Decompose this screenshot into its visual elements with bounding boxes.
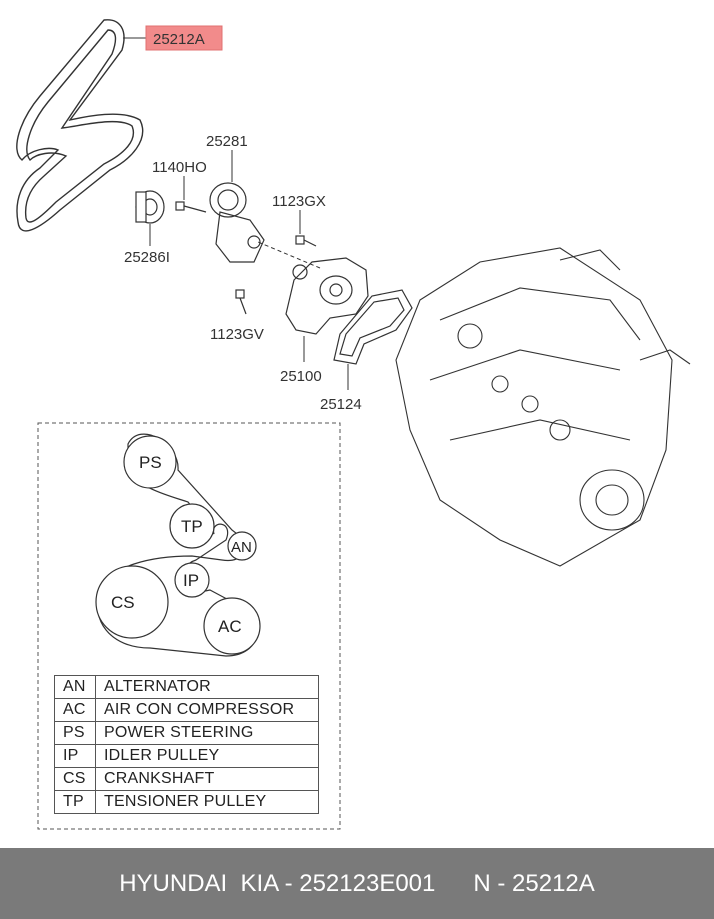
- legend-code: PS: [54, 721, 96, 745]
- callout-tensioner: 25281: [206, 133, 248, 150]
- gasket: [333, 289, 413, 365]
- footer-bar: HYUNDAI KIA - 252123E001 N - 25212A: [0, 848, 714, 919]
- legend-code: CS: [54, 767, 96, 791]
- legend-desc: POWER STEERING: [95, 721, 319, 745]
- callout-belt: 25212A: [153, 31, 205, 48]
- legend-row: CS CRANKSHAFT: [54, 767, 319, 791]
- pulley-ps: PS: [139, 453, 162, 472]
- routing-frame: [37, 422, 341, 830]
- pulley-an: AN: [231, 539, 252, 556]
- drive-belt: [16, 19, 144, 232]
- legend-code: IP: [54, 744, 96, 768]
- callout-pump: 25100: [280, 368, 322, 385]
- legend-row: TP TENSIONER PULLEY: [54, 790, 319, 814]
- callout-idler: 25286I: [124, 249, 170, 266]
- legend-code: AN: [54, 675, 96, 699]
- engine-block: [395, 247, 691, 567]
- legend-code: AC: [54, 698, 96, 722]
- legend-desc: TENSIONER PULLEY: [95, 790, 319, 814]
- idler-pulley: [135, 190, 165, 224]
- water-pump: [285, 257, 369, 335]
- bolt-left: [235, 289, 247, 315]
- legend-row: AC AIR CON COMPRESSOR: [54, 698, 319, 722]
- legend-row: IP IDLER PULLEY: [54, 744, 319, 768]
- legend-desc: ALTERNATOR: [95, 675, 319, 699]
- legend-row: PS POWER STEERING: [54, 721, 319, 745]
- highlight-box: [145, 25, 223, 51]
- bolt-top: [175, 201, 207, 213]
- pulleys: [95, 435, 261, 655]
- legend-desc: CRANKSHAFT: [95, 767, 319, 791]
- bolt-right: [295, 235, 317, 247]
- callout-bolt-top: 1140HO: [152, 159, 207, 176]
- legend-desc: IDLER PULLEY: [95, 744, 319, 768]
- parts-diagram: 25212A 25286I 1140HO 25281 1123GX 1123GV: [16, 19, 691, 830]
- legend-table: AN ALTERNATOR AC AIR CON COMPRESSOR PS P…: [54, 675, 319, 814]
- legend-code: TP: [54, 790, 96, 814]
- footer-catalog-number: N - 25212A: [473, 869, 595, 897]
- pulley-ip: IP: [183, 571, 199, 590]
- callout-gasket: 25124: [320, 396, 362, 413]
- pulley-tp: TP: [181, 517, 203, 536]
- footer-part-number: HYUNDAI KIA - 252123E001: [119, 869, 436, 897]
- tensioner-assembly: [209, 182, 265, 263]
- pulley-cs: CS: [111, 593, 135, 612]
- legend-row: AN ALTERNATOR: [54, 675, 319, 699]
- pulley-ac: AC: [218, 617, 242, 636]
- legend-desc: AIR CON COMPRESSOR: [95, 698, 319, 722]
- callout-bolt-left: 1123GV: [210, 326, 264, 343]
- callout-bolt-right: 1123GX: [272, 193, 326, 210]
